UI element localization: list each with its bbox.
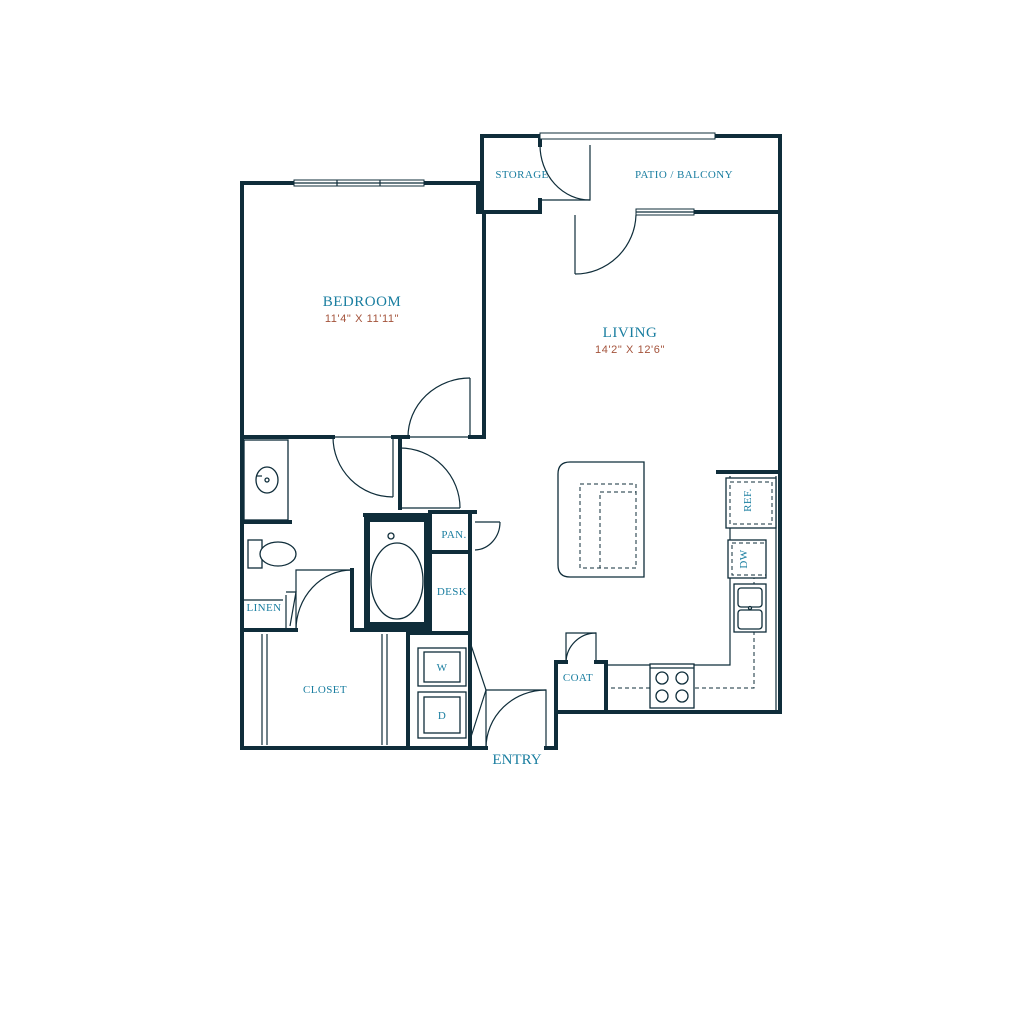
closet-label: CLOSET <box>303 684 347 696</box>
refrigerator <box>725 477 777 529</box>
kitchen-island <box>557 461 645 578</box>
refrigerator-label: REF. <box>742 488 754 512</box>
bath-door <box>333 436 394 497</box>
bathtub-enclosure <box>364 514 430 632</box>
patio-opening <box>539 132 716 140</box>
stove <box>649 663 695 709</box>
coat-label: COAT <box>563 672 593 684</box>
washer-label: W <box>437 662 448 674</box>
entry-label: ENTRY <box>492 752 541 768</box>
living-label: LIVING <box>603 325 658 341</box>
storage-label: STORAGE <box>495 169 548 181</box>
faucet-icon <box>387 532 395 540</box>
walls <box>240 134 782 750</box>
living-dimensions: 14'2" X 12'6" <box>595 344 665 356</box>
dryer-label: D <box>438 710 446 722</box>
bedroom-label: BEDROOM <box>323 294 402 310</box>
bathtub <box>370 542 424 620</box>
coat-door <box>565 632 597 662</box>
vanity <box>243 439 289 521</box>
bath-fixtures <box>243 439 297 569</box>
laundry-bifold-door <box>469 641 487 741</box>
closet-door <box>295 569 352 630</box>
patio-label: PATIO / BALCONY <box>635 169 733 181</box>
doors <box>285 144 637 749</box>
desk-label: DESK <box>437 586 467 598</box>
windows <box>293 132 716 216</box>
toilet-icon <box>259 541 297 567</box>
labels: BEDROOM 11'4" X 11'11" LIVING 14'2" X 12… <box>247 169 755 768</box>
dishwasher-label: DW <box>738 549 750 568</box>
laundry <box>417 647 467 739</box>
closet-shelving <box>242 599 388 745</box>
linen-label: LINEN <box>247 602 282 614</box>
burner-icon <box>655 671 669 685</box>
entry-door <box>485 689 547 748</box>
pantry-label: PAN. <box>441 529 466 541</box>
bedroom-dimensions: 11'4" X 11'11" <box>325 313 399 325</box>
kitchen <box>557 461 777 712</box>
dishwasher <box>727 539 767 579</box>
hall-door <box>399 448 460 509</box>
bedroom-door <box>408 378 471 438</box>
